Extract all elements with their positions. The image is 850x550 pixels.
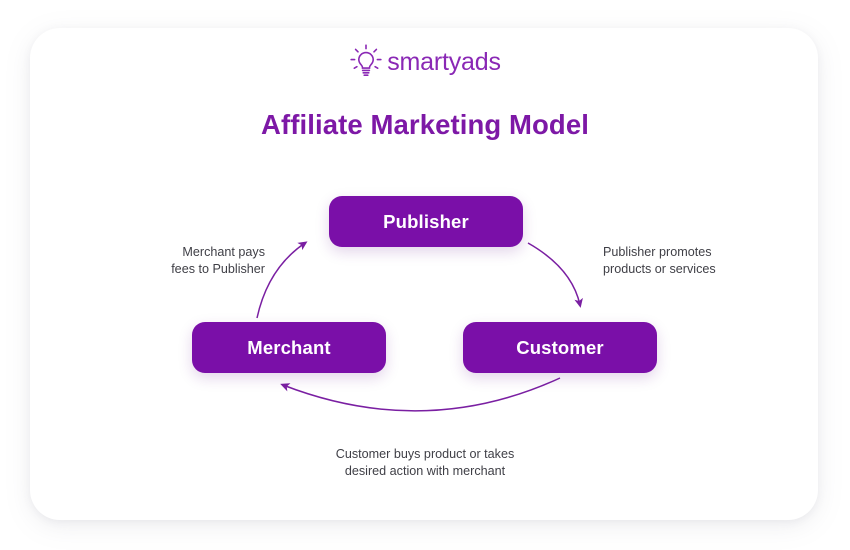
flow-label-publisher-to-customer: Publisher promotes products or services — [603, 245, 716, 276]
node-merchant[interactable]: Merchant — [192, 322, 386, 373]
node-publisher[interactable]: Publisher — [329, 196, 523, 247]
node-customer[interactable]: Customer — [463, 322, 657, 373]
brand-logo[interactable]: smartyads — [0, 44, 850, 80]
node-customer-label: Customer — [516, 336, 604, 358]
brand-name: smartyads — [387, 47, 501, 76]
node-publisher-label: Publisher — [383, 210, 469, 232]
page-title: Affiliate Marketing Model — [261, 109, 589, 140]
flow-label-merchant-to-publisher: Merchant pays fees to Publisher — [171, 245, 265, 276]
node-merchant-label: Merchant — [247, 336, 331, 358]
content-card — [30, 28, 818, 520]
flow-label-customer-to-merchant: Customer buys product or takes desired a… — [335, 447, 515, 478]
lightbulb-icon — [349, 44, 383, 80]
